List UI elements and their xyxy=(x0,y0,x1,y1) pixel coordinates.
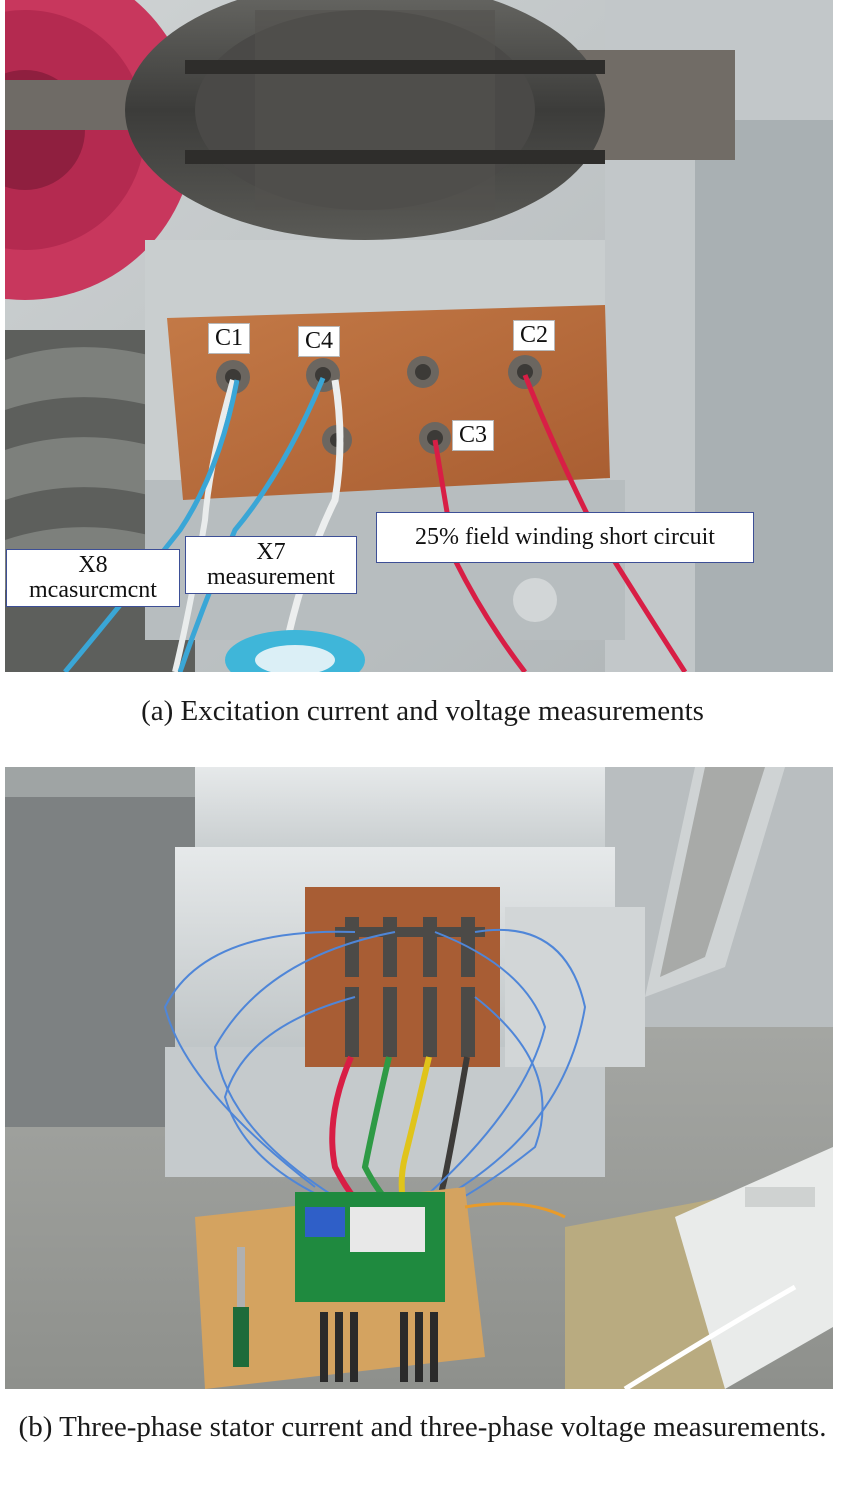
excitation-photo-scene xyxy=(5,0,833,672)
x8-label-line2: mcasurcmcnt xyxy=(29,577,157,604)
caption-b: (b) Three-phase stator current and three… xyxy=(18,1411,827,1443)
photo-excitation-measurement xyxy=(5,0,833,672)
terminal-label-c2: C2 xyxy=(513,320,556,352)
photo-stator-measurement xyxy=(5,767,833,1389)
x8-label-line1: X8 xyxy=(78,552,108,578)
x7-label-line2: measurement xyxy=(207,564,335,591)
x7-label-line1: X7 xyxy=(256,539,286,565)
x8-measurement-label: X8 mcasurcmcnt xyxy=(6,549,180,608)
stator-photo-scene xyxy=(5,767,833,1389)
terminal-label-c1: C1 xyxy=(208,323,251,355)
short-circuit-label: 25% field winding short circuit xyxy=(376,512,754,564)
terminal-label-c4: C4 xyxy=(298,326,341,358)
x7-measurement-label: X7 measurement xyxy=(185,536,357,595)
caption-a: (a) Excitation current and voltage measu… xyxy=(141,695,704,727)
terminal-label-c3: C3 xyxy=(452,420,495,452)
